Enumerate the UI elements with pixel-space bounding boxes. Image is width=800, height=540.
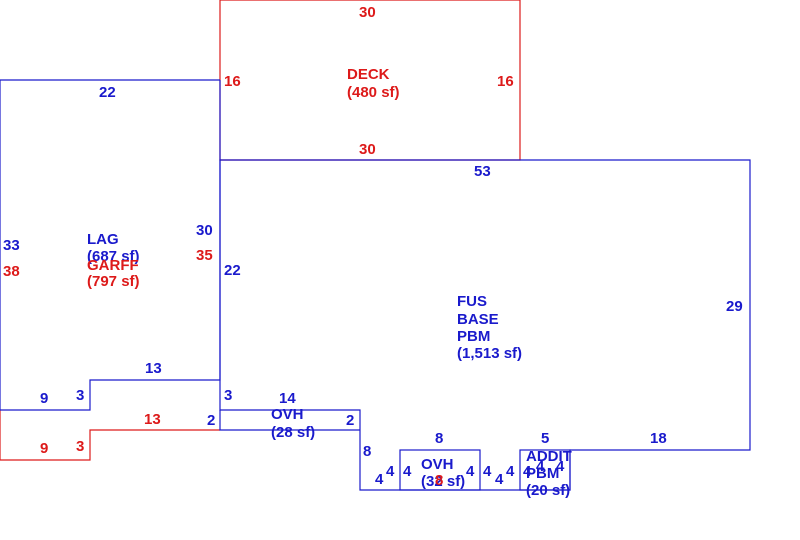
dim-garff-right: 35 <box>196 247 213 264</box>
dim-fus-left: 22 <box>224 262 241 279</box>
dim-fus-step-v: 3 <box>224 387 232 404</box>
dim-ovh-left: 2 <box>207 412 215 429</box>
ovh1-outline <box>219 410 360 431</box>
dim-garff-left: 38 <box>3 263 20 280</box>
dim-deck-top: 30 <box>359 4 376 21</box>
dim-ovh2-bottom: 8 <box>435 472 443 489</box>
garff-sf: (797 sf) <box>87 273 140 290</box>
dim-four: 4 <box>523 463 532 480</box>
deck-sf: (480 sf) <box>347 84 400 101</box>
dim-four: 4 <box>495 471 504 488</box>
dim-lag-bottom: 9 <box>40 390 48 407</box>
dim-addit-top: 5 <box>541 430 549 447</box>
deck-name: DECK <box>347 66 390 83</box>
dim-four: 4 <box>506 463 515 480</box>
dim-four: 4 <box>375 471 384 488</box>
dim-fus-right: 29 <box>726 298 743 315</box>
addit-line2: PBM <box>526 465 559 482</box>
dim-lag-top: 22 <box>99 84 116 101</box>
lag-sf: (687 sf) <box>87 248 140 265</box>
dim-fus-8v: 8 <box>363 443 371 460</box>
lag-name: LAG <box>87 231 119 248</box>
dim-garff-step-v: 3 <box>76 438 84 455</box>
addit-outline <box>519 449 571 491</box>
dim-lag-right: 30 <box>196 222 213 239</box>
dim-lag-step: 13 <box>145 360 162 377</box>
dim-garff-bottom: 9 <box>40 440 48 457</box>
dim-ovh-right: 2 <box>346 412 354 429</box>
addit-sf: (20 sf) <box>526 482 570 499</box>
ovh2-name: OVH <box>421 456 454 473</box>
dim-ovh2-top: 8 <box>435 430 443 447</box>
fus-sf: (1,513 sf) <box>457 345 522 362</box>
dim-deck-bottom: 30 <box>359 141 376 158</box>
dim-four: 4 <box>466 463 475 480</box>
ovh2-outline <box>399 449 481 491</box>
dim-four: 4 <box>483 463 492 480</box>
dim-deck-right: 16 <box>497 73 514 90</box>
addit-line1: ADDIT <box>526 448 572 465</box>
dim-ovh-top: 14 <box>279 390 296 407</box>
garff-outline <box>0 410 220 461</box>
ovh2-sf: (32 sf) <box>421 473 465 490</box>
dim-four: 4 <box>556 458 565 475</box>
ovh1-sf: (28 sf) <box>271 424 315 441</box>
fus-line2: BASE <box>457 311 499 328</box>
dim-deck-left: 16 <box>224 73 241 90</box>
dim-lag-left: 33 <box>3 237 20 254</box>
dim-lag-step-v: 3 <box>76 387 84 404</box>
dim-fus-bottom-18: 18 <box>650 430 667 447</box>
dim-four: 4 <box>403 463 412 480</box>
dim-fus-top: 53 <box>474 163 491 180</box>
dim-garff-step: 13 <box>144 411 161 428</box>
dim-four: 4 <box>386 463 395 480</box>
dim-four: 4 <box>536 458 545 475</box>
fus-line1: FUS <box>457 293 487 310</box>
garff-name: GARFF <box>87 257 139 274</box>
fus-line3: PBM <box>457 328 490 345</box>
ovh1-name: OVH <box>271 406 304 423</box>
